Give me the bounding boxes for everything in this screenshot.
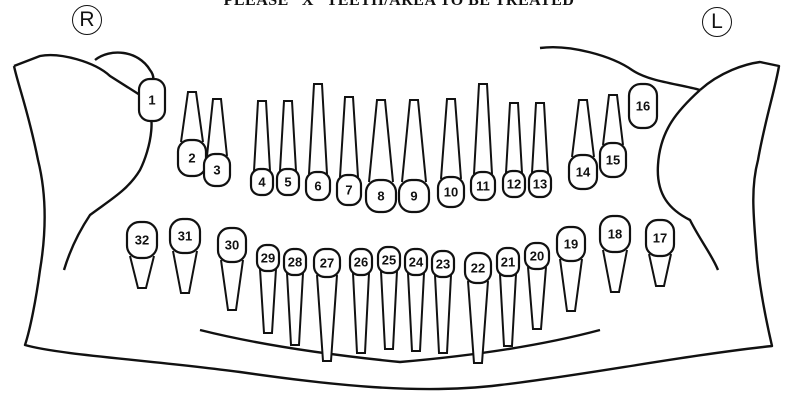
- tooth-root: [603, 250, 627, 292]
- tooth-root: [500, 274, 516, 346]
- tooth-5[interactable]: 5: [277, 101, 299, 195]
- tooth-root: [369, 100, 393, 182]
- tooth-number: 1: [148, 92, 155, 107]
- tooth-root: [532, 103, 548, 173]
- tooth-15[interactable]: 15: [600, 95, 626, 177]
- tooth-21[interactable]: 21: [497, 248, 519, 346]
- tooth-number: 17: [653, 230, 667, 245]
- tooth-6[interactable]: 6: [306, 84, 330, 200]
- tooth-number: 28: [288, 254, 302, 269]
- tooth-24[interactable]: 24: [405, 249, 427, 351]
- tooth-4[interactable]: 4: [251, 101, 273, 195]
- tooth-root: [474, 84, 492, 174]
- tooth-number: 24: [409, 254, 424, 269]
- tooth-number: 13: [533, 176, 547, 191]
- tooth-number: 11: [476, 178, 490, 193]
- tooth-root: [309, 84, 327, 174]
- tooth-number: 31: [178, 228, 192, 243]
- tooth-root: [560, 259, 582, 311]
- tooth-number: 18: [608, 226, 622, 241]
- tooth-13[interactable]: 13: [529, 103, 551, 197]
- tooth-root: [173, 251, 197, 293]
- tooth-number: 30: [225, 237, 239, 252]
- tooth-number: 21: [501, 254, 515, 269]
- tooth-root: [287, 273, 303, 345]
- tooth-number: 27: [320, 255, 334, 270]
- tooth-23[interactable]: 23: [432, 251, 454, 353]
- tooth-root: [254, 101, 270, 171]
- tooth-number: 32: [135, 232, 149, 247]
- condyle-left: [540, 47, 700, 90]
- tooth-root: [441, 99, 461, 179]
- tooth-31[interactable]: 31: [170, 219, 200, 293]
- tooth-18[interactable]: 18: [600, 216, 630, 292]
- tooth-root: [603, 95, 623, 145]
- tooth-number: 25: [382, 252, 396, 267]
- tooth-number: 20: [530, 248, 544, 263]
- tooth-10[interactable]: 10: [438, 99, 464, 207]
- tooth-25[interactable]: 25: [378, 247, 400, 349]
- tooth-number: 26: [354, 254, 368, 269]
- tooth-root: [260, 269, 276, 333]
- tooth-17[interactable]: 17: [646, 220, 674, 286]
- tooth-root: [408, 273, 424, 351]
- tooth-3[interactable]: 3: [204, 99, 230, 186]
- tooth-number: 16: [636, 98, 650, 113]
- tooth-root: [402, 100, 426, 182]
- tooth-29[interactable]: 29: [257, 245, 279, 333]
- tooth-16[interactable]: 16: [629, 84, 657, 128]
- tooth-19[interactable]: 19: [557, 227, 585, 311]
- tooth-8[interactable]: 8: [366, 100, 396, 212]
- tooth-root: [207, 99, 227, 156]
- tooth-number: 29: [261, 250, 275, 265]
- tooth-root: [528, 267, 546, 329]
- tooth-number: 15: [606, 152, 620, 167]
- tooth-root: [353, 273, 369, 353]
- tooth-number: 14: [576, 164, 591, 179]
- tooth-root: [130, 256, 154, 288]
- tooth-number: 19: [564, 236, 578, 251]
- tooth-number: 9: [410, 188, 417, 203]
- tooth-root: [506, 103, 522, 173]
- tooth-root: [181, 92, 203, 142]
- tooth-number: 7: [345, 182, 352, 197]
- tooth-root: [435, 275, 451, 353]
- tooth-root: [572, 100, 594, 157]
- tooth-number: 4: [258, 174, 266, 189]
- tooth-root: [468, 281, 488, 363]
- tooth-30[interactable]: 30: [218, 228, 246, 310]
- tooth-number: 8: [377, 188, 384, 203]
- tooth-number: 2: [188, 150, 195, 165]
- tooth-14[interactable]: 14: [569, 100, 597, 189]
- tooth-1[interactable]: 1: [139, 79, 165, 121]
- tooth-root: [317, 275, 337, 361]
- upper-arch: 12345678910111213141516: [139, 79, 657, 212]
- tooth-root: [649, 254, 671, 286]
- tooth-number: 3: [213, 162, 220, 177]
- tooth-number: 10: [444, 184, 458, 199]
- chin-curve: [200, 330, 600, 362]
- tooth-number: 6: [314, 178, 321, 193]
- tooth-27[interactable]: 27: [314, 249, 340, 361]
- tooth-7[interactable]: 7: [337, 97, 361, 205]
- tooth-root: [280, 101, 296, 171]
- tooth-9[interactable]: 9: [399, 100, 429, 212]
- lower-arch: 32 31 30 29 28 27 26 25 24 23 22 21 20 19 18 17: [127, 216, 674, 363]
- tooth-20[interactable]: 20: [525, 243, 549, 329]
- tooth-11[interactable]: 11: [471, 84, 495, 200]
- tooth-root: [221, 260, 243, 310]
- tooth-22[interactable]: 22: [465, 253, 491, 363]
- tooth-number: 5: [284, 174, 291, 189]
- tooth-number: 22: [471, 260, 485, 275]
- tooth-root: [340, 97, 358, 177]
- tooth-number: 23: [436, 256, 450, 271]
- tooth-number: 12: [507, 176, 521, 191]
- tooth-26[interactable]: 26: [350, 249, 372, 353]
- tooth-root: [381, 271, 397, 349]
- tooth-12[interactable]: 12: [503, 103, 525, 197]
- tooth-28[interactable]: 28: [284, 249, 306, 345]
- tooth-2[interactable]: 2: [178, 92, 206, 176]
- tooth-32[interactable]: 32: [127, 222, 157, 288]
